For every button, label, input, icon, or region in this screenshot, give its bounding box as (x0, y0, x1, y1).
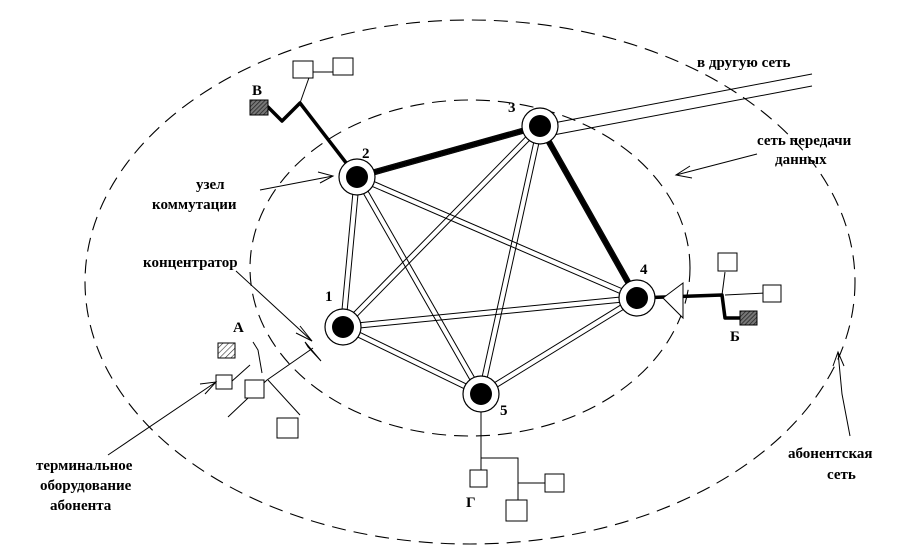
concentrator-label: концентратор (143, 255, 238, 271)
link-2-5 (354, 178, 480, 396)
node-core (470, 383, 492, 405)
subscriber-b-terminal (739, 310, 758, 326)
other-network-label: в другую сеть (697, 55, 790, 71)
terminal-label-1: терминальное (36, 458, 133, 474)
node-number-5: 5 (500, 403, 508, 419)
route-v-2 (266, 101, 359, 179)
terminal-label-3: абонента (50, 498, 112, 514)
subscriber-g-label: Г (466, 495, 476, 511)
route-3-4 (537, 123, 640, 301)
link-4-5 (482, 299, 639, 397)
subscriber-a-label: А (233, 320, 244, 336)
link-1-2 (345, 177, 361, 328)
subscriber-a-terminal (217, 342, 236, 359)
link-3-5 (477, 125, 538, 394)
node-1: 1 (324, 289, 362, 346)
node-number-4: 4 (640, 262, 648, 278)
subscriber-network-label-1: абонентская (788, 446, 873, 462)
link-1-3 (340, 123, 539, 326)
link-2-3 (356, 123, 540, 175)
link-3-4 (537, 127, 636, 300)
terminal-box (332, 57, 354, 76)
switching-nodes: 1 2 3 4 5 (324, 100, 656, 419)
node-2: 2 (338, 146, 376, 196)
link-1-4 (343, 300, 638, 331)
terminal-group-v (249, 57, 354, 116)
subscriber-v-terminal (249, 99, 269, 116)
node-core (332, 316, 354, 338)
subscriber-network-label-2: сеть (827, 467, 856, 483)
terminal-box (505, 499, 528, 522)
node-3: 3 (508, 100, 559, 145)
terminal-box (276, 417, 299, 439)
link-2-4 (355, 178, 637, 301)
concentrator-triangle (304, 341, 322, 362)
concentrator-arrow (235, 270, 313, 342)
node-core (346, 166, 368, 188)
node-core (529, 115, 551, 137)
active-route (266, 101, 742, 320)
node-number-3: 3 (508, 100, 516, 116)
link-1-5 (341, 328, 481, 397)
link-1-3 (344, 127, 543, 330)
concentrator-triangle (662, 282, 684, 320)
terminal-box (469, 469, 488, 488)
external-link (547, 73, 813, 137)
link-2-4 (357, 174, 639, 297)
data-network-boundary (249, 99, 691, 437)
link-4-5 (479, 295, 636, 393)
link-2-5 (358, 175, 484, 393)
route-2-3 (354, 123, 543, 180)
switch-node-label-2: коммутации (152, 197, 237, 213)
subscriber-v-label: В (252, 83, 262, 99)
link-3-4 (541, 124, 640, 297)
terminal-box (762, 284, 782, 303)
link-1-4 (342, 294, 637, 325)
link-1-2 (339, 176, 355, 327)
terminal-group-g (469, 412, 565, 522)
terminal-group-b (662, 252, 782, 326)
node-4: 4 (618, 262, 656, 317)
switch-node-arrow (259, 175, 334, 191)
terminal-arrow (107, 381, 217, 456)
node-number-2: 2 (362, 146, 370, 162)
terminal-label-2: оборудование (40, 478, 132, 494)
node-core (626, 287, 648, 309)
terminal-box (292, 60, 314, 79)
link-1-5 (343, 324, 483, 393)
subscriber-network-boundary (84, 19, 856, 545)
data-network-arrow (675, 153, 758, 176)
terminal-box (544, 473, 565, 493)
data-network-label-1: сеть передачи (757, 133, 852, 149)
terminal-box (215, 374, 233, 390)
terminal-box (717, 252, 738, 272)
terminal-box (244, 379, 265, 399)
link-2-3 (357, 128, 541, 180)
switch-node-label-1: узел (196, 177, 225, 193)
subscriber-network-arrow (837, 351, 851, 437)
data-network-label-2: данных (775, 152, 827, 168)
terminal-group-a (215, 341, 322, 439)
annotation-arrows (107, 153, 851, 456)
subscriber-b-label: Б (730, 329, 740, 345)
node-5: 5 (462, 375, 508, 419)
link-3-5 (483, 126, 544, 395)
node-number-1: 1 (325, 289, 333, 305)
network-links (339, 123, 640, 397)
